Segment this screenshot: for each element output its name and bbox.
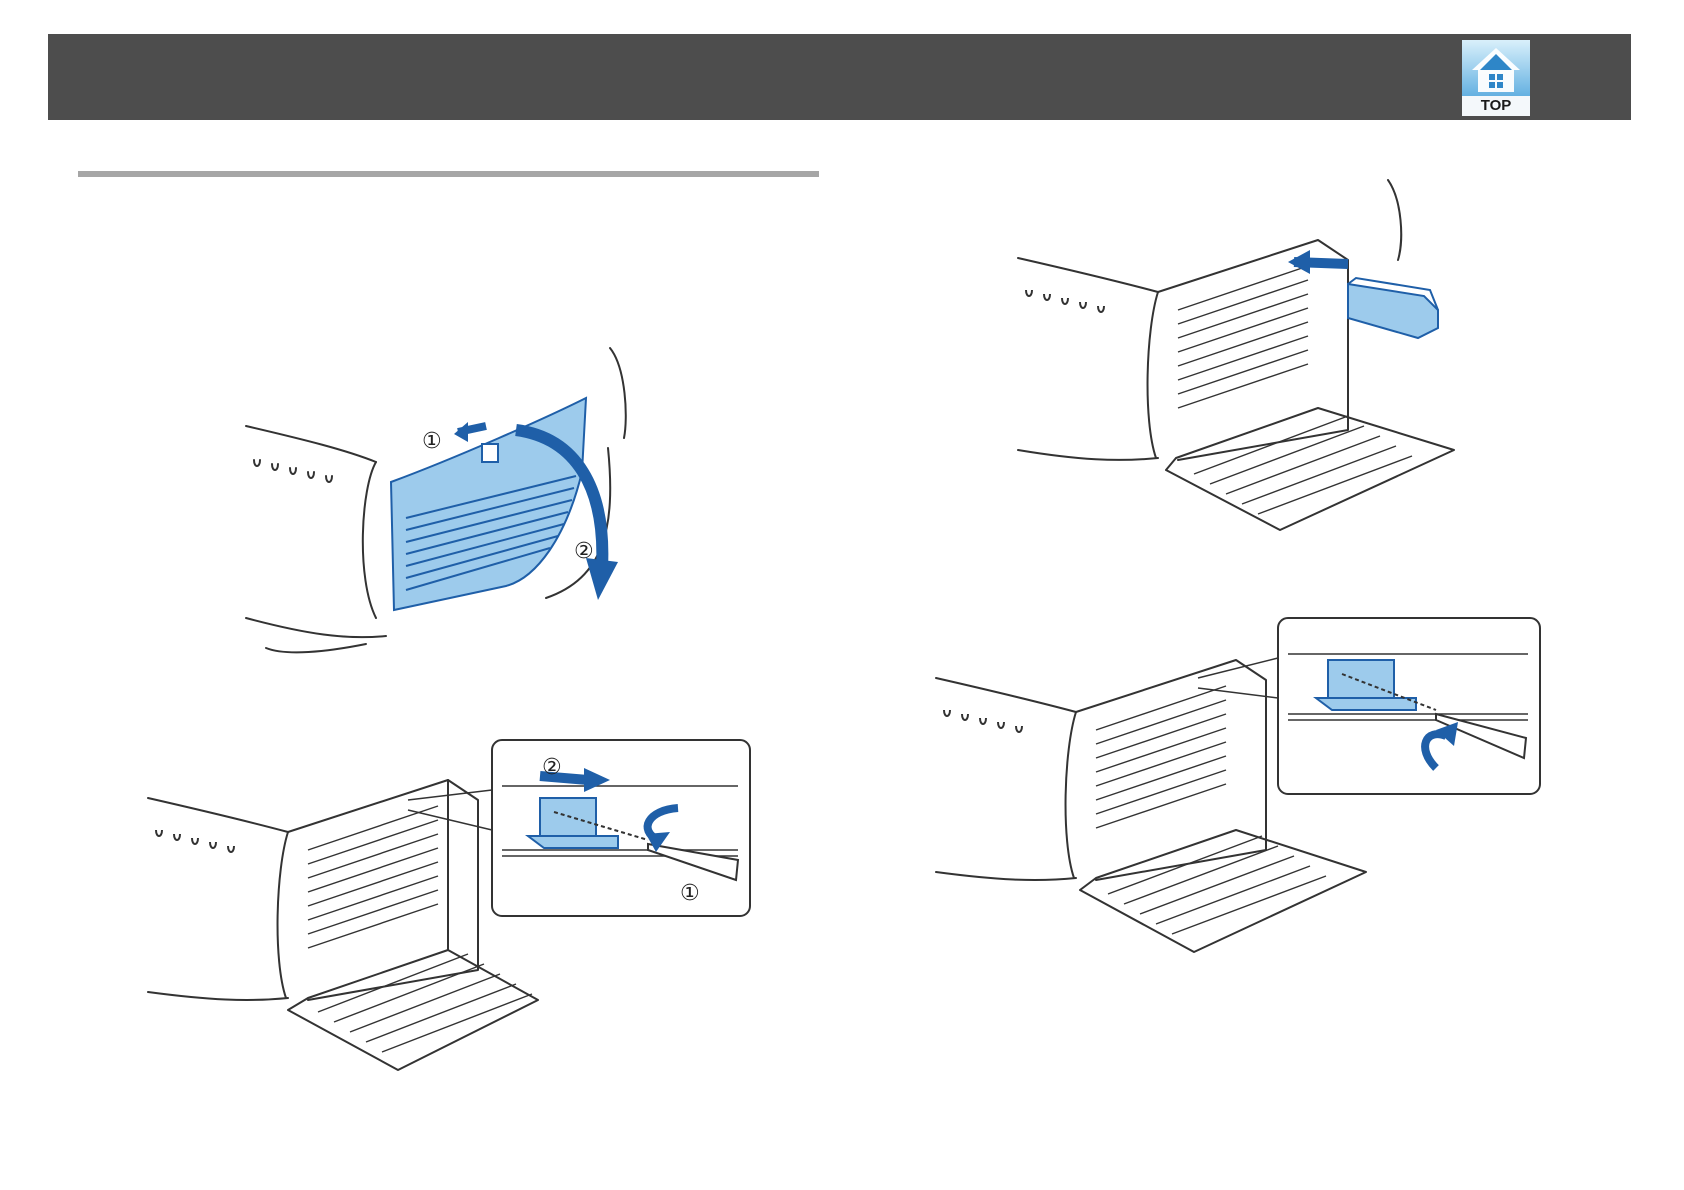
step-1-marker: ① (680, 881, 700, 906)
figure-insert-lan-module (1018, 180, 1448, 536)
top-button-label: TOP (1462, 97, 1530, 114)
top-button[interactable]: TOP (1462, 40, 1530, 116)
section-rule (78, 171, 819, 177)
step-1-marker: ① (422, 429, 442, 454)
step-2-marker: ② (542, 755, 562, 780)
header-bar (48, 34, 1631, 120)
step-2-marker: ② (574, 539, 594, 564)
figure-remove-cover: ① ② (246, 348, 646, 648)
figure-close-latch (936, 618, 1546, 958)
figure-release-latch: ② ① (148, 740, 756, 1074)
